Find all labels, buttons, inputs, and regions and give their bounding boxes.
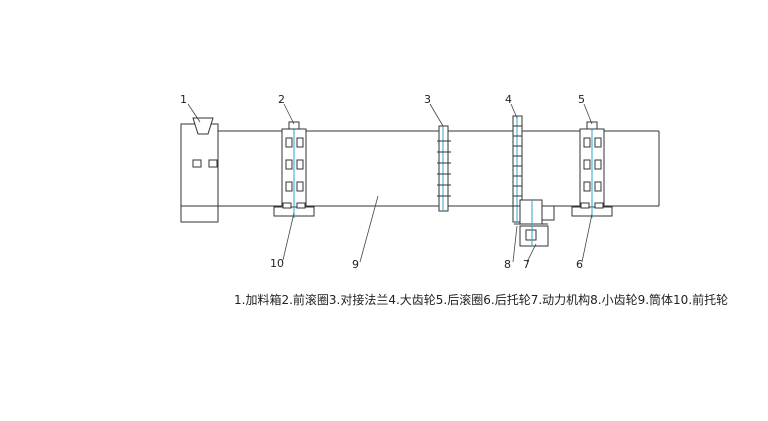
label-7: 7 xyxy=(523,258,530,271)
label-4: 4 xyxy=(505,93,512,106)
label-2: 2 xyxy=(278,93,285,106)
label-3: 3 xyxy=(424,93,431,106)
leader-lines xyxy=(187,103,593,263)
drive-mechanism xyxy=(514,199,555,247)
feed-box xyxy=(180,117,219,223)
butt-flange xyxy=(437,125,451,212)
rear-support-roller xyxy=(571,202,613,218)
rear-riding-ring xyxy=(579,121,605,210)
front-riding-ring xyxy=(281,121,307,210)
diagram-caption: 1.加料箱2.前滚圈3.对接法兰4.大齿轮5.后滚圈6.后托轮7.动力机构8.小… xyxy=(234,292,728,307)
label-5: 5 xyxy=(578,93,585,106)
label-1: 1 xyxy=(180,93,187,106)
label-10: 10 xyxy=(270,257,284,270)
label-8: 8 xyxy=(504,258,511,271)
label-6: 6 xyxy=(576,258,583,271)
large-gear xyxy=(512,115,523,223)
front-support-roller xyxy=(273,202,315,218)
label-9: 9 xyxy=(352,258,359,271)
